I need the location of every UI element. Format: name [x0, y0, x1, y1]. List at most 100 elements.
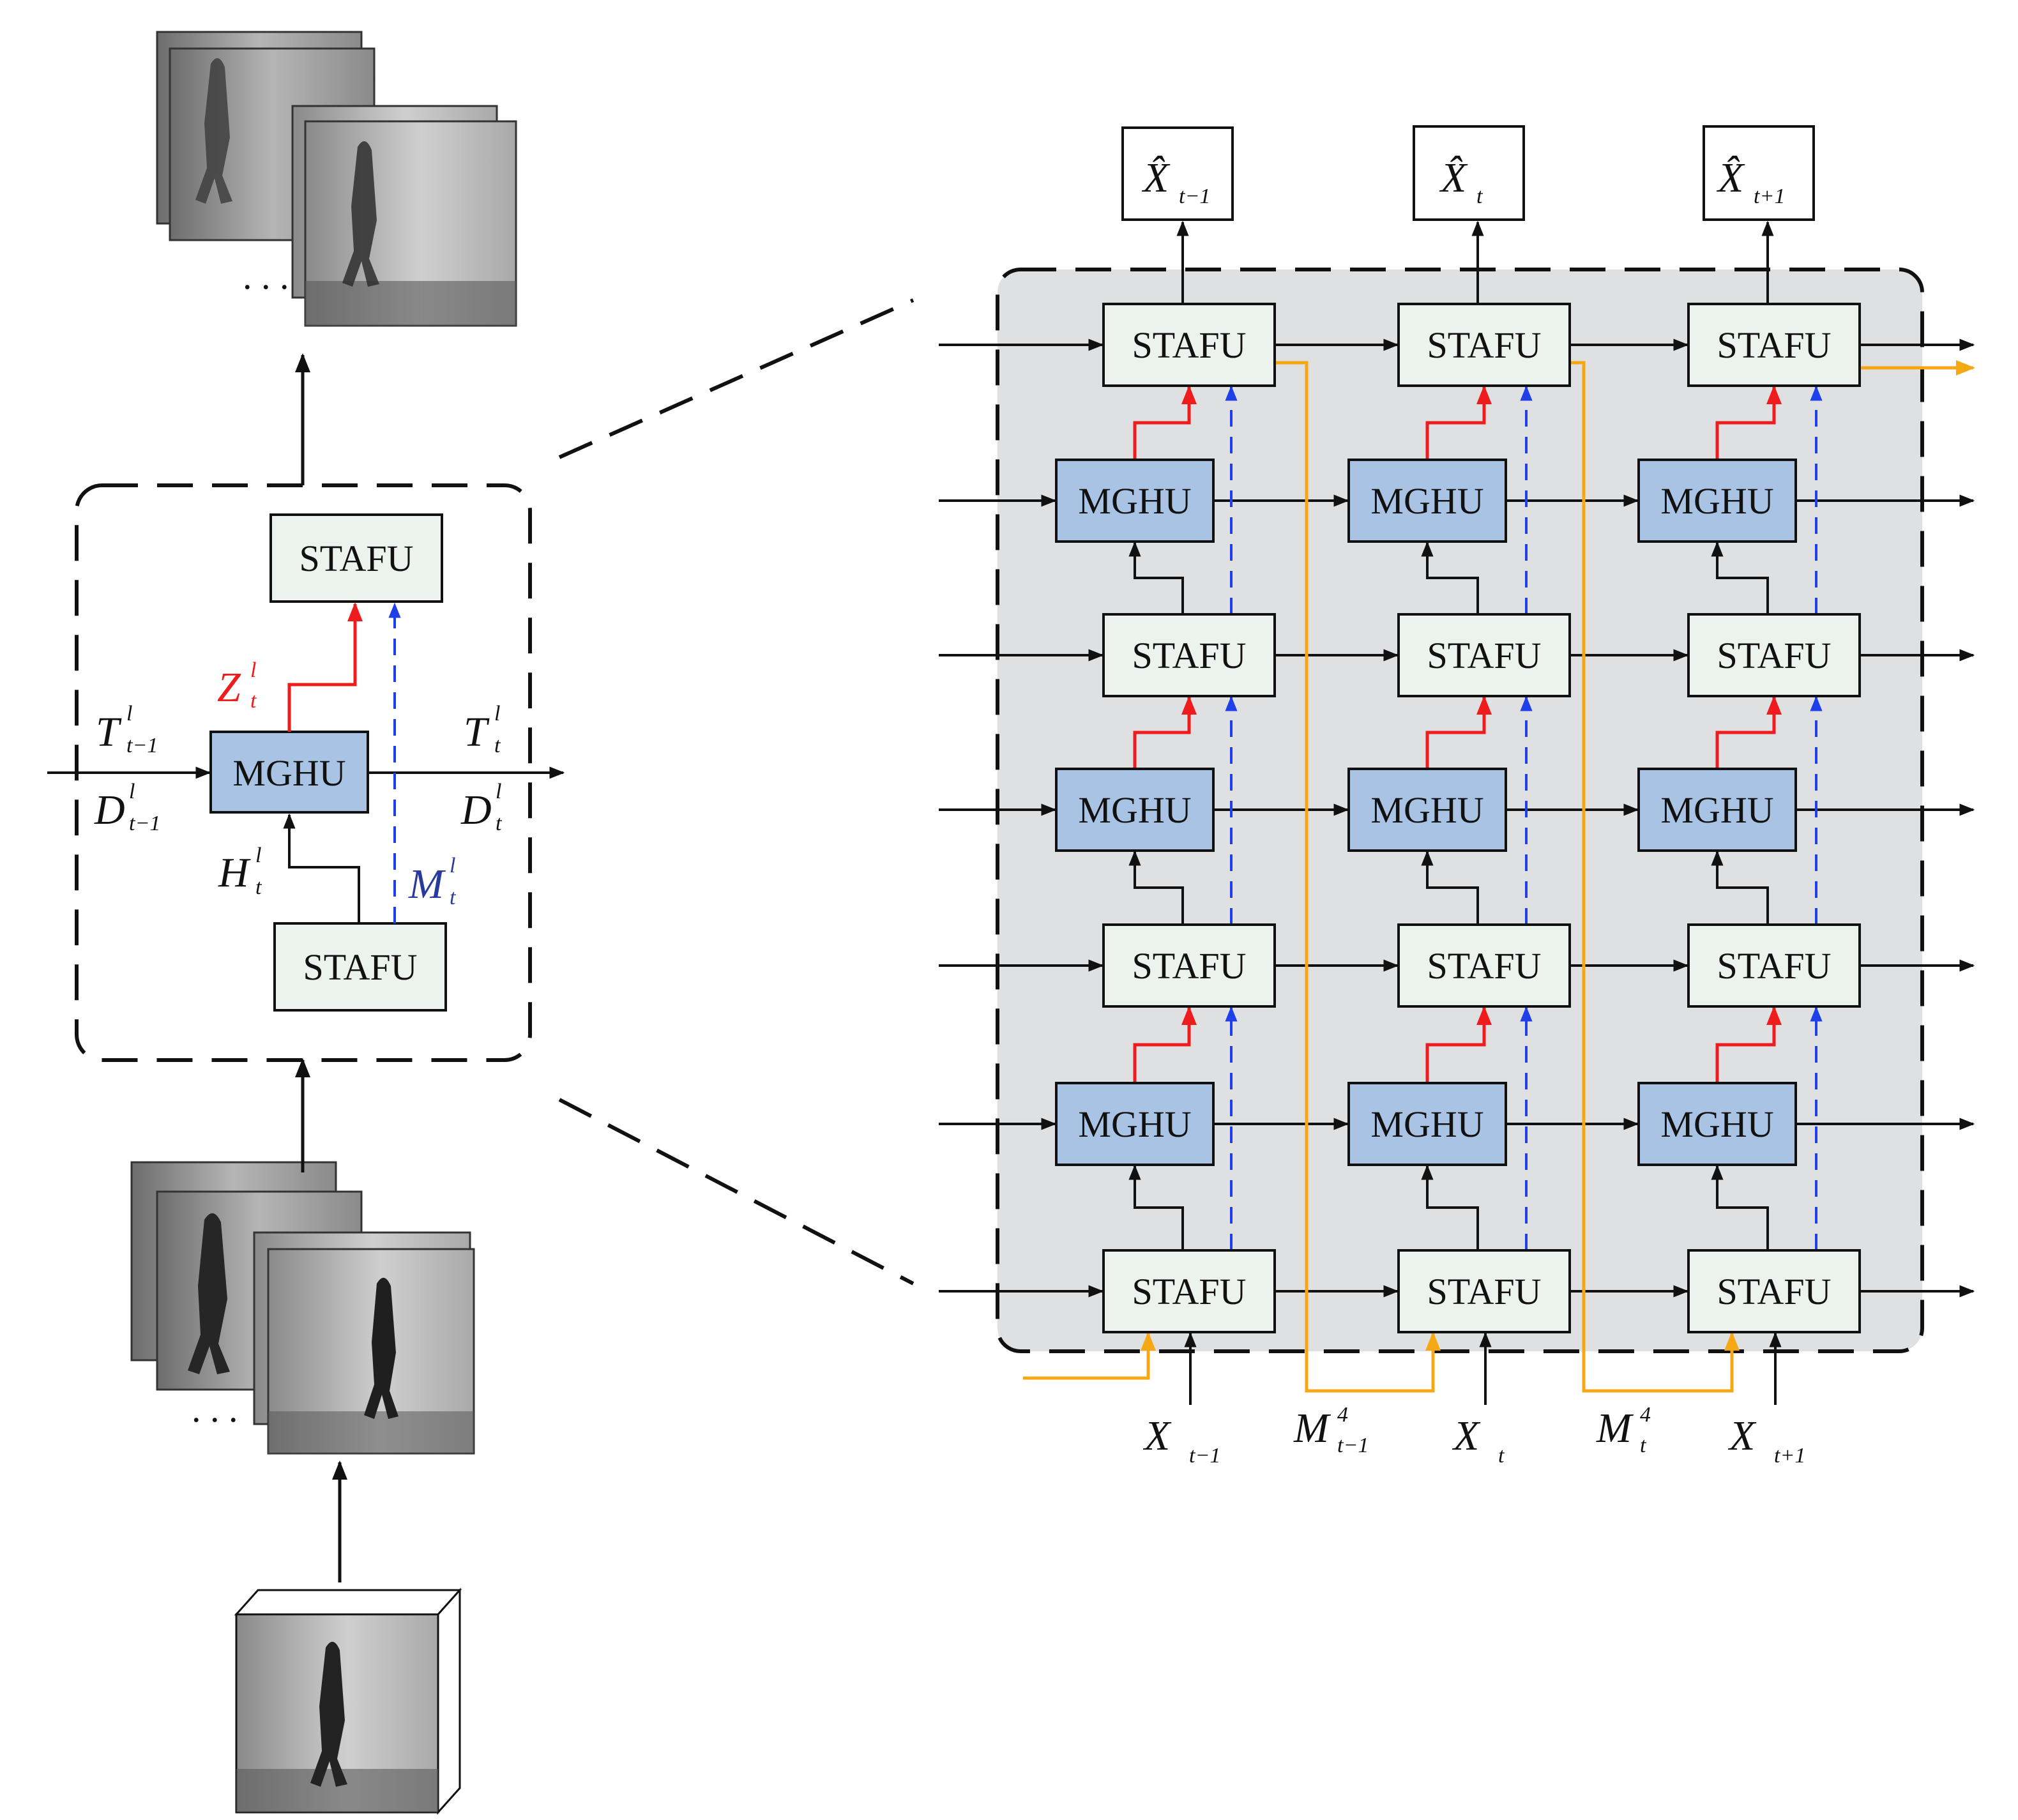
svg-text:M: M [1293, 1405, 1331, 1452]
detail-stafu-top-label: STAFU [299, 538, 413, 579]
grid-z-arrow [1133, 1006, 1197, 1083]
svg-text:X̂: X̂ [1141, 155, 1171, 201]
grid-hidden-arrow [1421, 850, 1479, 925]
svg-text:4: 4 [1640, 1403, 1651, 1427]
svg-text:l: l [496, 780, 501, 803]
grid-stafu-label: STAFU [1427, 635, 1541, 676]
svg-text:X: X [1452, 1413, 1481, 1459]
arrow-detail-H [283, 813, 360, 923]
label-H: H l t [218, 844, 262, 899]
grid-mghu-cell: MGHU [1055, 459, 1215, 543]
svg-text:X̂: X̂ [1439, 155, 1468, 201]
grid-stafu-cell: STAFU [1397, 613, 1571, 697]
svg-text:H: H [218, 849, 251, 896]
arrow-detail-Z [287, 602, 363, 732]
grid-stafu-label: STAFU [1717, 1271, 1831, 1312]
svg-text:M: M [408, 861, 446, 907]
grid-mghu-cell: MGHU [1347, 459, 1507, 543]
svg-text:t: t [496, 812, 503, 835]
grid-stafu-label: STAFU [1717, 324, 1831, 366]
grid-z-arrow [1715, 695, 1782, 769]
video-cube [234, 1588, 462, 1815]
svg-text:t: t [1476, 185, 1483, 208]
svg-text:T: T [96, 709, 122, 755]
grid-hidden-arrow [1128, 1164, 1184, 1250]
svg-text:X: X [1727, 1413, 1757, 1459]
label-D-prev: D l t−1 [94, 780, 160, 835]
detail-mghu: MGHU [209, 731, 369, 814]
label-Z: Z l t [217, 658, 257, 713]
detail-mghu-label: MGHU [232, 752, 345, 794]
grid-mghu-label: MGHU [1370, 480, 1483, 522]
grid-hidden-arrow [1128, 850, 1184, 925]
unrolled-grid: STAFU STAFU STAFU MGHU MGHU MGHU STAFU STAFU STA… [939, 220, 1975, 1405]
svg-text:t−1: t−1 [1189, 1444, 1220, 1467]
grid-mghu-label: MGHU [1078, 1103, 1191, 1145]
grid-hidden-arrow [1711, 850, 1769, 925]
grid-stafu-label: STAFU [1427, 324, 1541, 366]
svg-text:l: l [126, 702, 132, 725]
svg-text:t: t [450, 886, 457, 909]
grid-spatiotemporal-memory-arrow [1570, 361, 1740, 1393]
svg-text:l: l [255, 844, 261, 867]
grid-mghu-label: MGHU [1660, 1103, 1773, 1145]
grid-hidden-arrow [1421, 541, 1479, 614]
svg-text:D: D [460, 787, 492, 833]
grid-mghu-label: MGHU [1370, 1103, 1483, 1145]
svg-text:X: X [1142, 1413, 1172, 1459]
grid-stafu-cell: STAFU [1397, 1249, 1571, 1333]
input-label-t-1: X t−1 [1142, 1413, 1220, 1467]
svg-text:t: t [1640, 1434, 1647, 1457]
svg-text:Z: Z [217, 664, 241, 711]
memory-label-t: M 4 t [1596, 1403, 1651, 1457]
grid-stafu-label: STAFU [1427, 1271, 1541, 1312]
svg-text:t−1: t−1 [129, 812, 160, 835]
input-label-t: X t [1452, 1413, 1505, 1467]
grid-z-arrow [1715, 1006, 1782, 1083]
svg-text:4: 4 [1337, 1403, 1348, 1427]
grid-z-arrow [1133, 695, 1197, 769]
svg-text:l: l [450, 854, 455, 877]
grid-mghu-cell: MGHU [1347, 1082, 1507, 1166]
svg-text:t−1: t−1 [1337, 1434, 1369, 1457]
grid-stafu-label: STAFU [1132, 324, 1246, 366]
grid-stafu-cell: STAFU [1102, 613, 1276, 697]
zoom-line-bottom [558, 1098, 914, 1285]
detail-stafu-top: STAFU [269, 513, 443, 603]
grid-hidden-arrow [1421, 1164, 1479, 1250]
grid-spatiotemporal-memory-arrow [1275, 361, 1441, 1393]
grid-stafu-cell: STAFU [1397, 923, 1571, 1008]
detail-stafu-bottom-label: STAFU [303, 946, 417, 988]
svg-text:l: l [250, 658, 256, 682]
svg-text:M: M [1596, 1405, 1634, 1452]
grid-stafu-cell: STAFU [1102, 303, 1276, 387]
input-label-t+1: X t+1 [1727, 1413, 1805, 1467]
frames-ellipsis-top: . . . [243, 255, 289, 297]
svg-text:t: t [255, 876, 262, 899]
output-box-t+1: X̂ t+1 [1703, 125, 1815, 221]
grid-mghu-cell: MGHU [1347, 768, 1507, 852]
svg-text:T: T [464, 709, 490, 755]
input-frames-stack: . . . [130, 1161, 475, 1455]
grid-mghu-cell: MGHU [1637, 459, 1797, 543]
grid-z-arrow [1425, 1006, 1492, 1083]
grid-stafu-cell: STAFU [1102, 1249, 1276, 1333]
svg-text:X̂: X̂ [1716, 155, 1745, 201]
grid-z-arrow [1425, 695, 1492, 769]
grid-stafu-cell: STAFU [1397, 303, 1571, 387]
svg-text:D: D [94, 787, 125, 833]
label-T-prev: T l t−1 [96, 702, 158, 757]
grid-mghu-cell: MGHU [1055, 1082, 1215, 1166]
grid-z-arrow [1425, 385, 1492, 460]
svg-text:t+1: t+1 [1774, 1444, 1805, 1467]
grid-z-arrow [1133, 385, 1197, 460]
grid-stafu-cell: STAFU [1687, 303, 1861, 387]
grid-stafu-label: STAFU [1132, 1271, 1246, 1312]
label-T-cur: T l t [464, 702, 501, 757]
grid-stafu-label: STAFU [1427, 945, 1541, 987]
grid-mghu-label: MGHU [1660, 789, 1773, 831]
svg-text:t−1: t−1 [126, 734, 158, 757]
grid-stafu-cell: STAFU [1102, 923, 1276, 1008]
grid-mghu-label: MGHU [1660, 480, 1773, 522]
